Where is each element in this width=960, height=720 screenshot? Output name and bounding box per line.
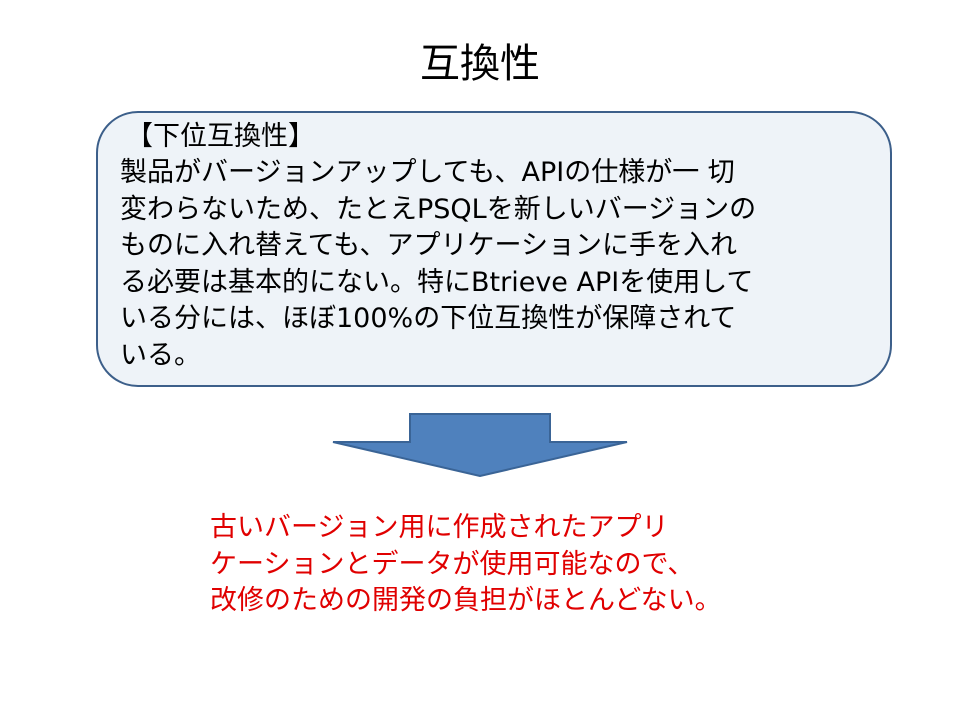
result-line: 改修のための開発の負担がほとんどない。	[210, 585, 722, 616]
callout-line: ものに入れ替えても、アプリケーションに手を入れ	[120, 230, 737, 261]
callout-line: 変わらないため、たとえPSQLを新しいバージョンの	[120, 193, 757, 225]
callout-line: いる分には、ほぼ100%の下位互換性が保障されて	[120, 303, 737, 334]
callout-body: 製品がバージョンアップしても、APIの仕様が一 切 変わらないため、たとえPSQ…	[120, 155, 756, 374]
callout-line: る必要は基本的にない。特にBtrieve APIを使用して	[120, 266, 754, 298]
result-line: ケーションとデータが使用可能なので、	[210, 548, 695, 580]
result-line: 古いバージョン用に作成されたアプリ	[210, 512, 669, 543]
callout-line: 製品がバージョンアップしても、APIの仕様が一 切	[120, 157, 735, 188]
down-arrow-icon	[332, 413, 628, 477]
callout-box: 【下位互換性】 製品がバージョンアップしても、APIの仕様が一 切 変わらないた…	[96, 111, 892, 387]
callout-line: いる。	[120, 339, 201, 371]
callout-heading: 【下位互換性】	[126, 121, 315, 152]
result-text: 古いバージョン用に作成されたアプリ ケーションとデータが使用可能なので、 改修の…	[210, 510, 722, 620]
slide-title: 互換性	[420, 41, 540, 87]
